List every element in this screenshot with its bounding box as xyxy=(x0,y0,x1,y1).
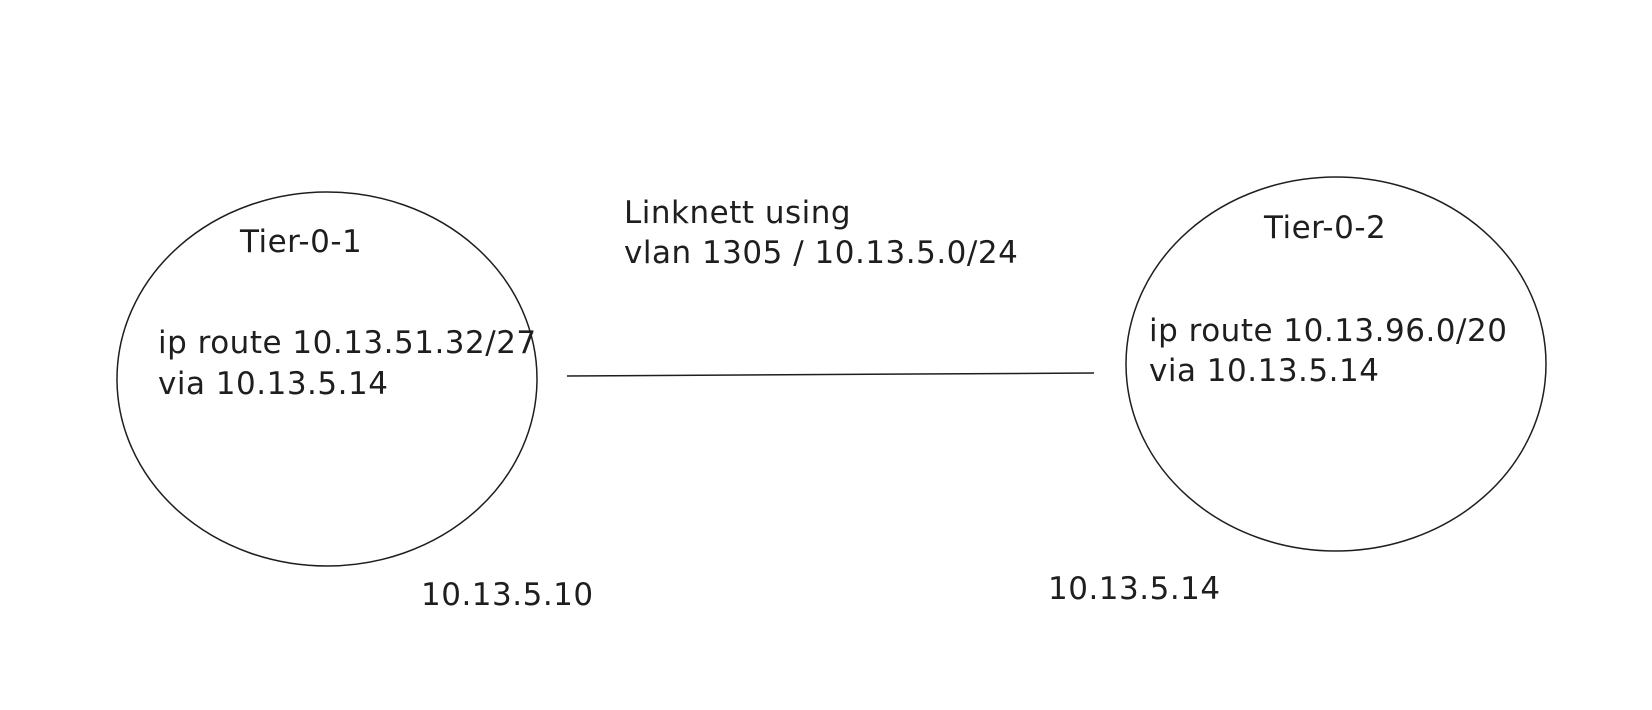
link-label-line-2: vlan 1305 / 10.13.5.0/24 xyxy=(624,235,1019,271)
tier-0-2-route-line-2: via 10.13.5.14 xyxy=(1149,353,1380,389)
tier-0-2-title: Tier-0-2 xyxy=(1264,210,1387,246)
link-label-line-1: Linknett using xyxy=(624,195,852,231)
tier-0-2-route-line-1: ip route 10.13.96.0/20 xyxy=(1149,313,1508,349)
link-line[interactable] xyxy=(566,372,1095,377)
tier-0-1-route-line-2: via 10.13.5.14 xyxy=(158,366,389,402)
tier-0-1-address: 10.13.5.10 xyxy=(421,577,594,613)
tier-0-1-node[interactable] xyxy=(116,191,538,567)
tier-0-1-title: Tier-0-1 xyxy=(240,224,363,260)
tier-0-2-node[interactable] xyxy=(1125,176,1547,552)
tier-0-2-address: 10.13.5.14 xyxy=(1048,571,1221,607)
tier-0-1-route-line-1: ip route 10.13.51.32/27 xyxy=(158,325,537,361)
